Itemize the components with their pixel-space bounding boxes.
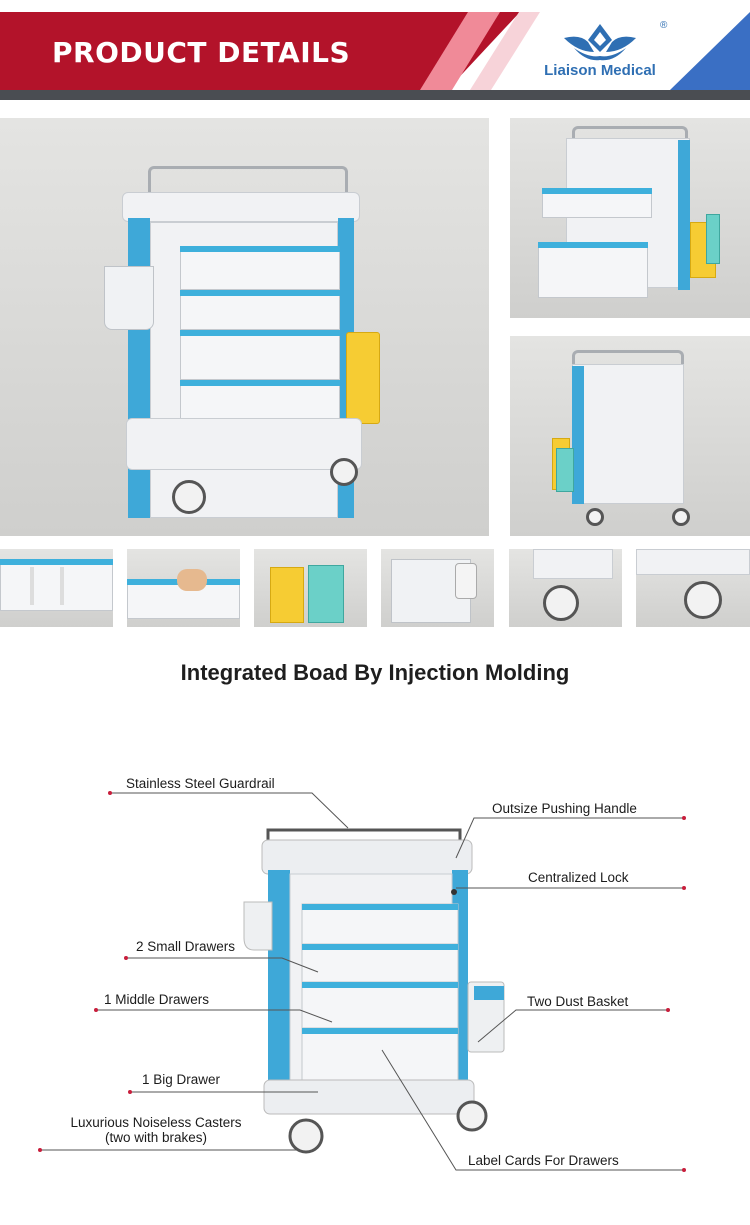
callout-lock: Centralized Lock bbox=[528, 870, 629, 885]
divider bbox=[30, 567, 34, 605]
divider-adjust-thumb bbox=[127, 549, 240, 627]
open-drawers-photo bbox=[510, 118, 750, 318]
teal-bin bbox=[706, 214, 720, 264]
drawer bbox=[180, 330, 340, 380]
trolley-side-panel bbox=[678, 140, 690, 290]
banner-corner-accent bbox=[670, 12, 750, 90]
teal-bin bbox=[556, 448, 574, 492]
caster-wheel bbox=[172, 480, 206, 514]
drawer bbox=[180, 246, 340, 290]
dust-bins-thumb bbox=[254, 549, 367, 627]
drawer-dividers-thumb bbox=[0, 549, 113, 627]
trolley-base bbox=[636, 549, 750, 575]
teal-bin bbox=[308, 565, 344, 623]
open-drawer bbox=[542, 188, 652, 218]
guardrail bbox=[572, 126, 688, 140]
caster-wheel bbox=[330, 458, 358, 486]
page-title: PRODUCT DETAILS bbox=[52, 36, 351, 69]
guardrail bbox=[148, 166, 348, 196]
guardrail bbox=[572, 350, 684, 366]
callout-casters-line2: (two with brakes) bbox=[104, 1130, 208, 1145]
brand-logo[interactable]: Liaison Medical ® bbox=[530, 18, 670, 84]
banner-underline bbox=[0, 90, 750, 100]
caster-brake-thumb bbox=[636, 549, 750, 627]
trolley-back bbox=[572, 364, 684, 504]
registered-mark: ® bbox=[660, 20, 668, 31]
callout-guardrail: Stainless Steel Guardrail bbox=[126, 776, 275, 791]
open-drawer bbox=[538, 242, 648, 298]
callout-middle-drawers: 1 Middle Drawers bbox=[104, 992, 210, 1007]
callout-big-drawer: 1 Big Drawer bbox=[142, 1072, 221, 1087]
caster-wheel bbox=[672, 508, 690, 526]
trolley-side-panel bbox=[128, 218, 150, 518]
callout-casters-line1: Luxurious Noiseless Casters bbox=[70, 1115, 242, 1130]
callout-label-cards: Label Cards For Drawers bbox=[468, 1153, 619, 1168]
rear-view-photo bbox=[510, 336, 750, 536]
caster-thumb bbox=[509, 549, 622, 627]
callout-casters: Luxurious Noiseless Casters (two with br… bbox=[56, 1115, 256, 1145]
trolley-illustration bbox=[243, 828, 505, 1154]
header-banner: PRODUCT DETAILS Liaison Medical ® bbox=[0, 0, 750, 100]
callout-dust-basket: Two Dust Basket bbox=[527, 994, 629, 1009]
drawer bbox=[0, 559, 113, 611]
annotated-trolley-diagram bbox=[38, 791, 686, 1172]
callout-endpoints bbox=[38, 791, 686, 1172]
caster-wheel bbox=[586, 508, 604, 526]
caster-wheel bbox=[543, 585, 579, 621]
drawer bbox=[180, 290, 340, 330]
side-basket bbox=[104, 266, 154, 330]
callout-handle: Outsize Pushing Handle bbox=[492, 801, 637, 816]
yellow-bin bbox=[270, 567, 304, 623]
section-heading: Integrated Boad By Injection Molding bbox=[180, 660, 570, 685]
basket-bottle-thumb bbox=[381, 549, 494, 627]
caster-wheel bbox=[684, 581, 722, 619]
bottle bbox=[455, 563, 477, 599]
hand bbox=[177, 569, 207, 591]
lotus-logo-icon bbox=[564, 24, 636, 61]
yellow-bin bbox=[346, 332, 380, 424]
callout-lines bbox=[40, 792, 684, 1171]
divider bbox=[60, 567, 64, 605]
trolley-base bbox=[126, 418, 362, 470]
trolley-side-panel bbox=[572, 366, 584, 504]
trolley-base bbox=[533, 549, 613, 579]
trolley-front-view-photo bbox=[0, 118, 489, 536]
callout-small-drawers: 2 Small Drawers bbox=[136, 939, 236, 954]
brand-name: Liaison Medical bbox=[544, 62, 656, 79]
trolley-top bbox=[122, 192, 360, 222]
